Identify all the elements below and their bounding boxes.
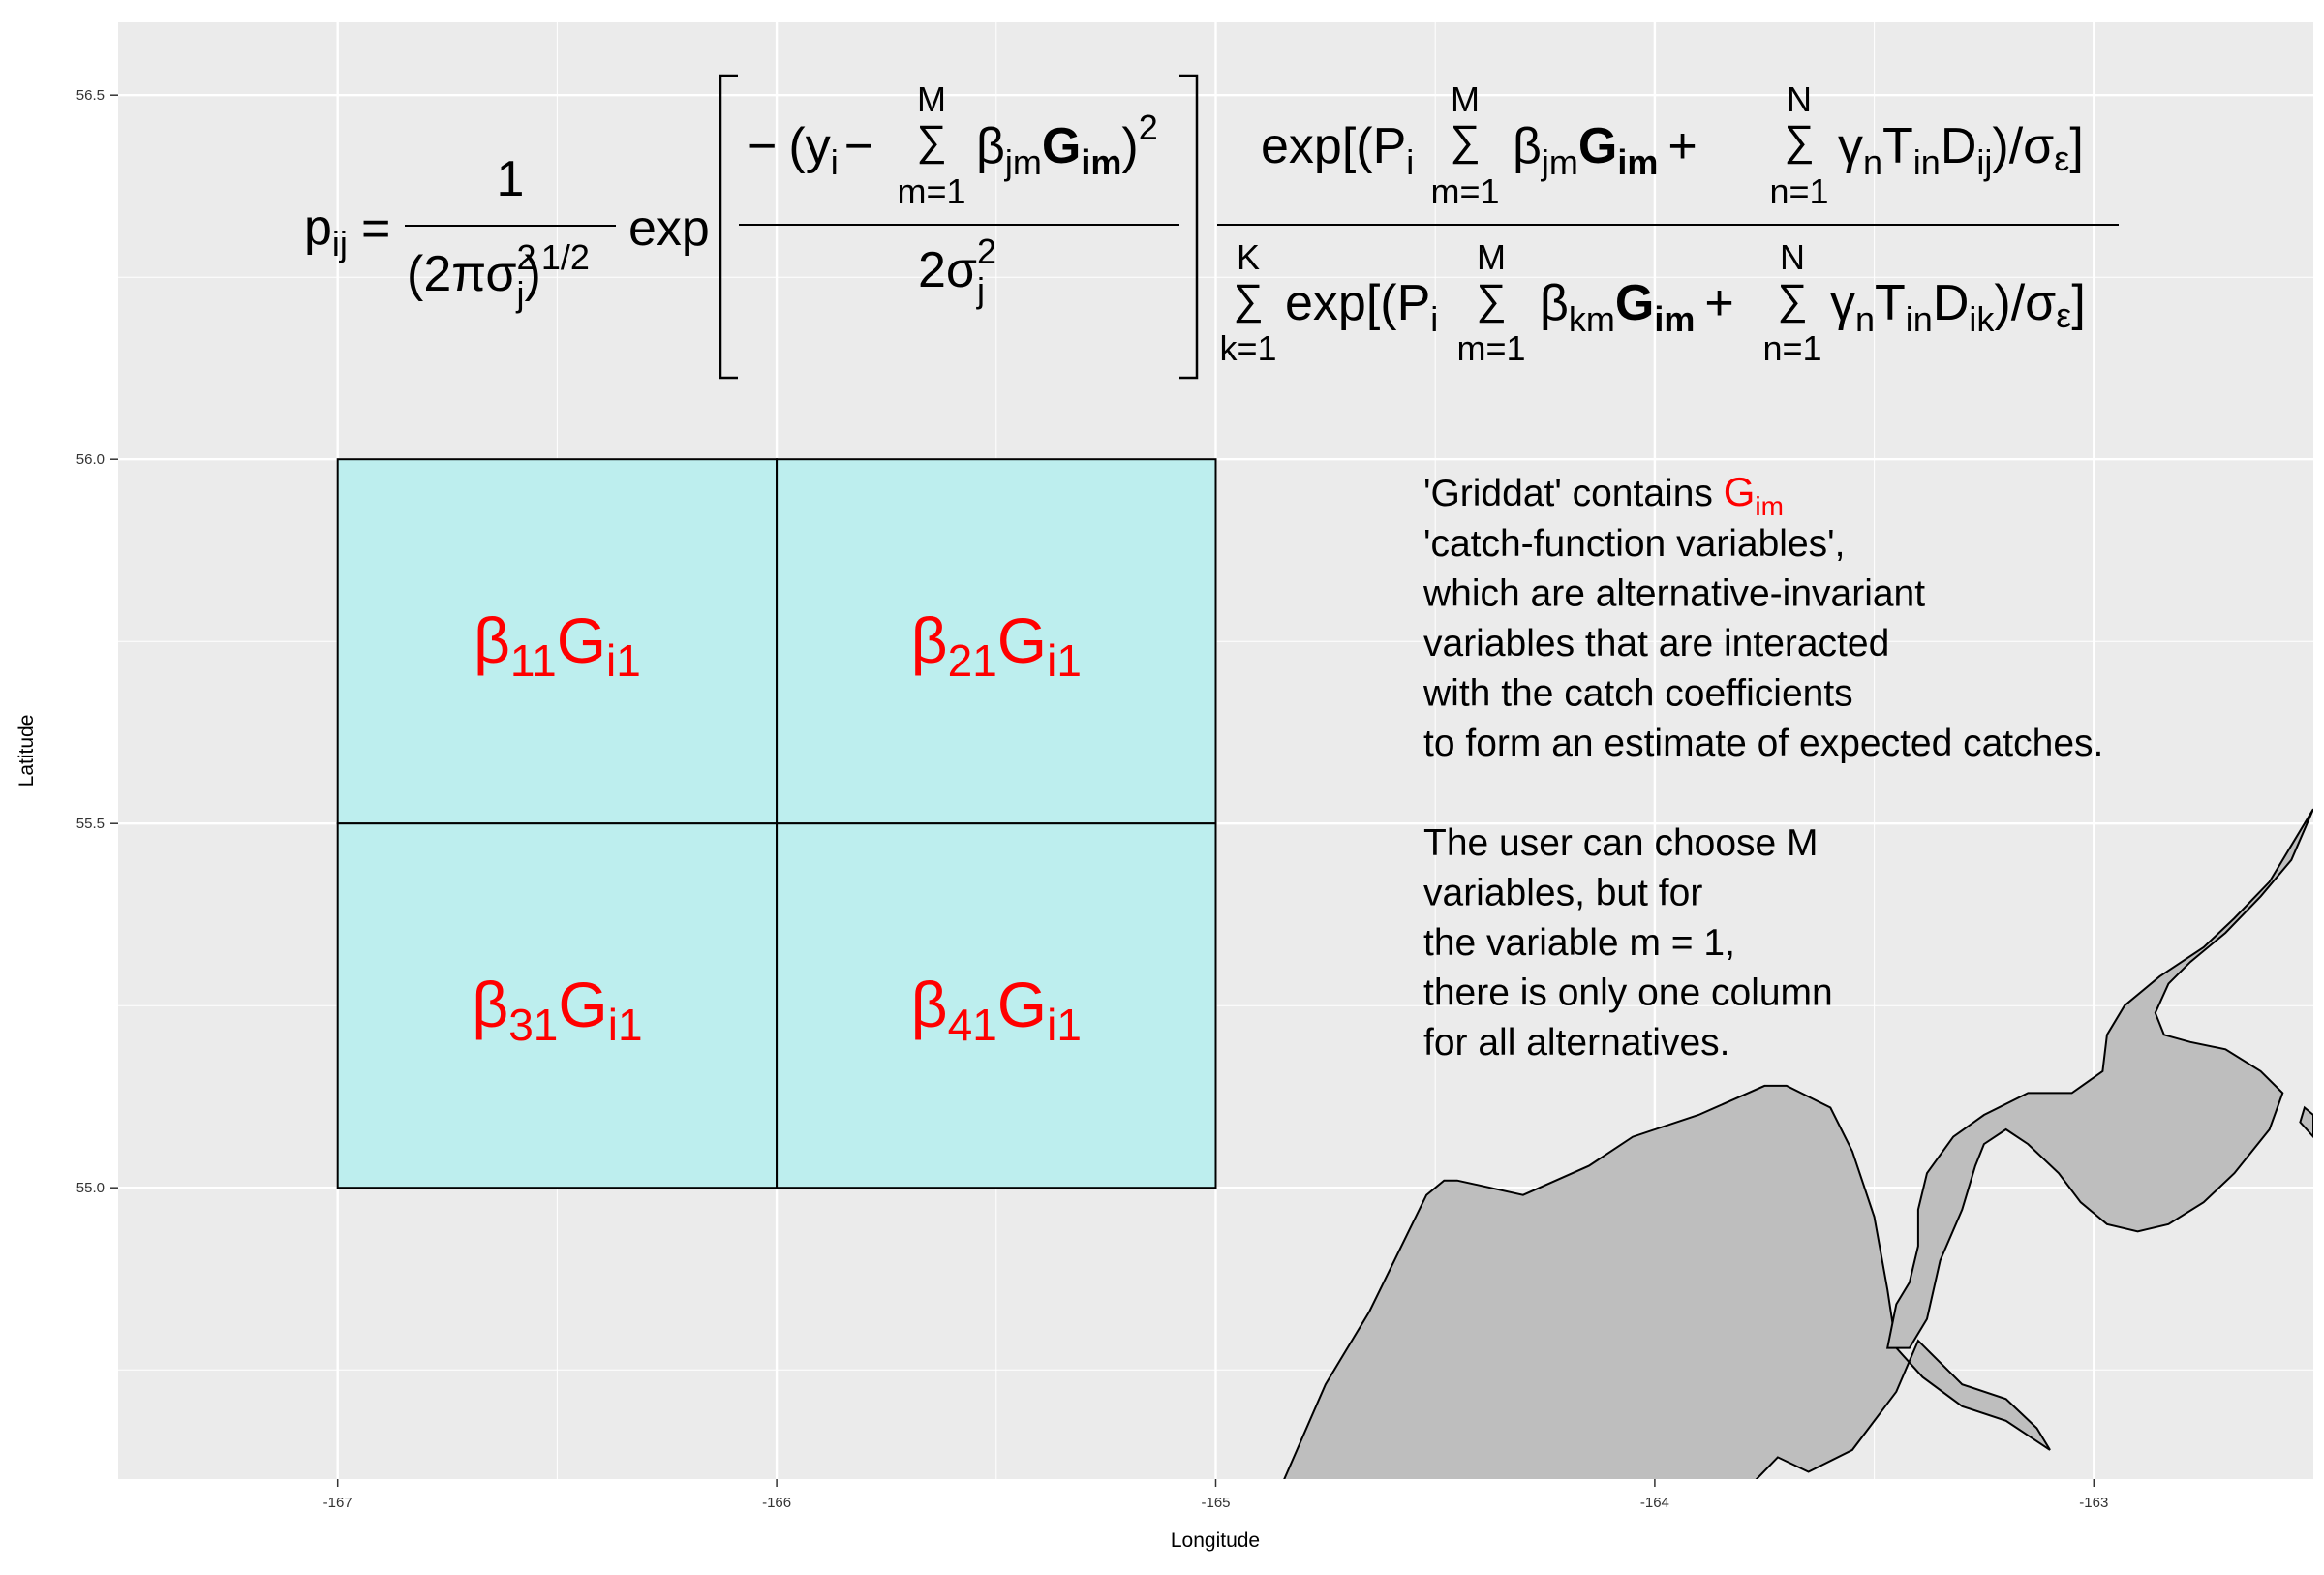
eq-sum-num2a-top: M: [1451, 79, 1480, 119]
eq-p: pij: [304, 200, 348, 263]
eq-sum-den2c: ∑: [1777, 276, 1807, 324]
land-polygon: [2299, 1105, 2313, 1139]
annotation-line-5: with the catch coefficients: [1422, 673, 1853, 715]
eq-den2-start: exp[(Pi: [1285, 275, 1438, 339]
grid-cell-3: [336, 822, 779, 1189]
eq-den2-mid: βkmGim+: [1540, 275, 1734, 339]
grid-cell-label-2: β21Gi1: [911, 604, 1082, 686]
x-axis-title: Longitude: [1171, 1529, 1260, 1552]
eq-sum-num2b: ∑: [1784, 117, 1814, 165]
eq-num2-mid: βjmGim+: [1513, 118, 1697, 182]
eq-sum-den2c-top: N: [1780, 237, 1805, 277]
grid-cell-label-4: β41Gi1: [911, 969, 1082, 1050]
annotation: 'Griddat' contains Gim 'catch-function v…: [1422, 469, 2103, 1064]
annotation-line-2: 'catch-function variables',: [1423, 523, 1845, 565]
x-axis: -167 -166 -165 -164 -163: [323, 1479, 2108, 1511]
eq-sum-num2a: ∑: [1450, 117, 1480, 165]
x-tick-label: -166: [762, 1495, 791, 1511]
eq-sum-den2c-bottom: n=1: [1762, 328, 1821, 368]
grid-cell-4: [776, 822, 1217, 1189]
eq-num2-end: γnTinDij)/σε]: [1838, 118, 2084, 182]
eq-sum-den2b-top: M: [1477, 237, 1506, 277]
grid-cells-layer: β11Gi1 β21Gi1 β31Gi1 β41Gi1: [336, 458, 1217, 1189]
eq-num1: −(yi−: [748, 118, 873, 182]
eq-sum-num1-bottom: m=1: [897, 171, 965, 211]
x-tick-label: -165: [1201, 1495, 1230, 1511]
eq-equals: =: [361, 201, 390, 257]
eq-sum-num1-top: M: [917, 79, 946, 119]
eq-sum-num2a-bottom: m=1: [1430, 171, 1499, 211]
eq-sum-den2a-bottom: k=1: [1219, 328, 1276, 368]
eq-right-bracket: [1179, 74, 1199, 380]
eq-left-bracket: [719, 74, 738, 380]
annotation-line-6: to form an estimate of expected catches.: [1423, 723, 2103, 764]
annotation-line-1: 'Griddat' contains Gim: [1423, 469, 1784, 521]
eq-frac1-numerator: 1: [497, 151, 525, 207]
eq-sum-den2b-bottom: m=1: [1456, 328, 1525, 368]
x-tick-label: -164: [1640, 1495, 1669, 1511]
y-tick-label: 55.5: [76, 816, 105, 832]
y-axis-title: Latitude: [15, 715, 38, 788]
grid-cell-label-3: β31Gi1: [472, 969, 642, 1050]
eq-sum-num2b-bottom: n=1: [1769, 171, 1828, 211]
land-layer: [1283, 808, 2313, 1479]
annotation-line-10: the variable m = 1,: [1423, 922, 1735, 964]
grid-cell-1: [336, 458, 779, 825]
eq-den2-end: γnTinDik)/σε]: [1830, 275, 2086, 339]
annotation-line-12: for all alternatives.: [1423, 1022, 1729, 1064]
annotation-line-4: variables that are interacted: [1423, 623, 1889, 664]
y-tick-label: 56.5: [76, 87, 105, 104]
eq-sum-den2a: ∑: [1233, 276, 1263, 324]
annotation-line-11: there is only one column: [1423, 973, 1833, 1014]
eq-sum-den2a-top: K: [1237, 237, 1260, 277]
grid-cell-label-1: β11Gi1: [474, 604, 641, 686]
eq-sum-den2b: ∑: [1476, 276, 1506, 324]
annotation-line-8: The user can choose M: [1423, 822, 1819, 864]
eq-exp-1: exp: [628, 201, 710, 257]
annotation-lines: 'catch-function variables', which are alt…: [1422, 523, 2103, 1064]
grid-cell-2: [776, 458, 1217, 825]
y-tick-label: 56.0: [76, 451, 105, 468]
y-tick-label: 55.0: [76, 1180, 105, 1196]
eq-sum-num2b-top: N: [1787, 79, 1812, 119]
eq-sum-num1: ∑: [916, 117, 946, 165]
x-tick-label: -167: [323, 1495, 352, 1511]
annotation-line-9: variables, but for: [1423, 873, 1702, 914]
annotation-line-3: which are alternative-invariant: [1422, 573, 1925, 615]
x-tick-label: -163: [2079, 1495, 2108, 1511]
land-polygon: [1885, 808, 2313, 1349]
eq-num2-start: exp[(Pi: [1261, 118, 1414, 182]
y-axis: 55.0 55.5 56.0 56.5: [76, 87, 118, 1196]
eq-num1-rest: βjmGim)2: [976, 108, 1158, 182]
